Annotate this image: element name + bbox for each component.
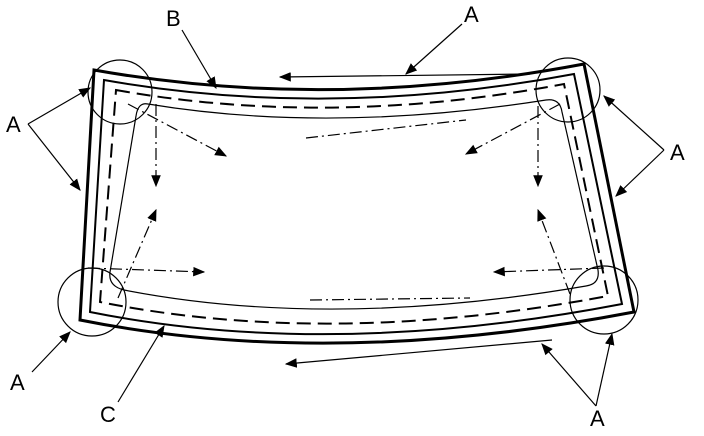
label-A-top: A [464,2,479,27]
label-A-left-lower: A [10,370,25,395]
pointer-A-bottom-1 [541,343,597,407]
dashed-arrow-top-center [305,119,467,139]
motion-arrow-top [278,72,531,82]
label-A-bottom-right: A [590,406,605,431]
pointer-A-right-1 [603,95,665,151]
label-B: B [166,6,181,31]
pointer-A-right-2 [615,149,665,197]
glass-outer-edge-inner [88,72,624,336]
corner-circle-top-left [87,59,153,125]
glass-outer-edge [78,62,636,345]
dashed-arrow-br-left [492,266,605,277]
label-A-left-upper: A [6,112,21,137]
dashed-arrow-tl-diag [127,103,228,157]
pointer-A-bottom-2 [595,332,615,407]
pointer-A-left-2 [27,123,81,191]
corner-circle-top-right [535,57,601,123]
dashed-arrow-bl-up [117,208,157,299]
motion-arrow-bottom [284,339,553,368]
dashed-arrow-bottom-center [309,297,471,301]
label-A-right: A [670,140,685,165]
corner-circle-bottom-right [569,265,639,335]
pointer-B [181,29,217,90]
dashed-arrow-br-up [537,208,571,295]
pointer-C [117,324,165,403]
adhesive-bead-dashed [98,82,610,325]
pointer-A-left-lower [31,331,71,373]
dashed-arrow-tr-diag [464,103,561,155]
dashed-arrow-bl-right [87,266,206,277]
glass-inner-border [109,99,599,310]
pointer-A-left-1 [27,87,92,125]
pointer-A-top [405,23,463,75]
label-C: C [100,402,116,427]
